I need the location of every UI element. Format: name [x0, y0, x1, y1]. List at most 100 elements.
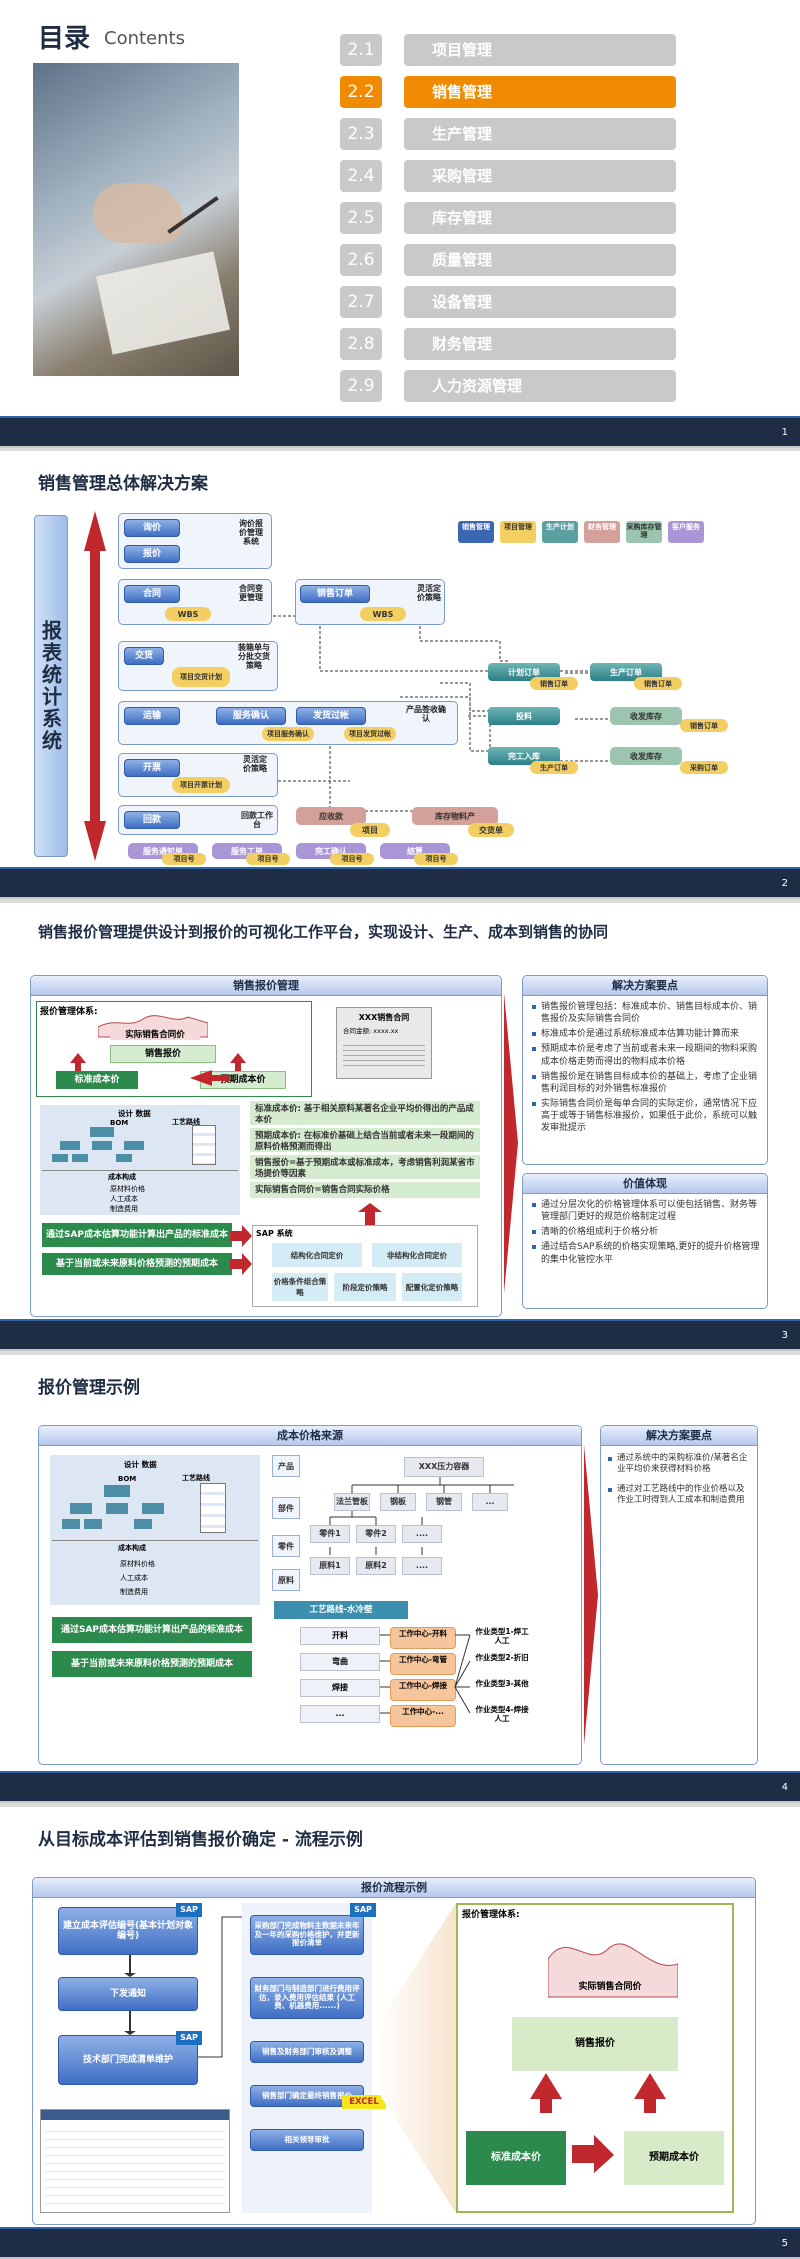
job-type-1: 作业类型1-焊工人工	[475, 1627, 529, 1645]
route-list	[200, 1483, 226, 1533]
contract-note: 合同变更管理	[239, 584, 263, 603]
sap-badge-3: SAP	[350, 1903, 376, 1917]
left-step-2: 下发通知	[58, 1977, 198, 2011]
side-material: 原料	[272, 1569, 300, 1591]
payment-button[interactable]: 回款	[124, 811, 180, 829]
page-number: 2	[781, 878, 788, 889]
cost-item-2: 人工成本	[110, 1195, 138, 1203]
solution-header: 解决方案要点	[601, 1426, 757, 1446]
footer-bar: 1	[0, 418, 800, 446]
toc-number: 2.3	[340, 118, 382, 150]
part-node-3: 钢管	[426, 1493, 462, 1511]
ship-post-button[interactable]: 发货过帐	[296, 707, 366, 725]
sap-item-2: 非结构化合同定价	[372, 1243, 462, 1267]
hero-photo	[33, 63, 239, 376]
toc-label: 设备管理	[404, 286, 676, 318]
flex-price-note: 灵活定价策略	[417, 584, 441, 603]
note-2: 预期成本价: 在标准价基础上结合当前或者未来一段期间的原料价格预测而得出	[250, 1128, 480, 1152]
inquiry-button[interactable]: 询价	[124, 519, 180, 537]
route-title: 工艺路线-水冷壁	[274, 1601, 408, 1619]
solution-list: 销售报价管理包括：标准成本价、销售目标成本价、销售报价及实际销售合同价标准成本价…	[532, 1001, 762, 1137]
value-panel: 价值体现	[522, 1173, 768, 1309]
toc-label: 人力资源管理	[404, 370, 676, 402]
cost-label: 成本构成	[108, 1173, 136, 1181]
mid-step-3: 销售及财务部门审核及调整	[250, 2041, 364, 2063]
slide-title: 销售管理总体解决方案	[38, 474, 208, 494]
design-label: 设计 数据	[118, 1109, 151, 1118]
component-node-3: ....	[402, 1525, 442, 1543]
system-label: 报价管理体系:	[40, 1007, 98, 1017]
value-list: 通过分层次化的价格管理体系可以使包括销售、财务等管理部门更好的规范价格制定过程清…	[532, 1199, 762, 1269]
green-box-1: 通过SAP成本估算功能计算出产品的标准成本	[42, 1223, 232, 1247]
slide-title: 销售报价管理提供设计到报价的可视化工作平台，实现设计、生产、成本到销售的协同	[38, 923, 609, 941]
price-curve	[548, 1943, 678, 1998]
payment-note: 回款工作台	[241, 811, 273, 830]
toc-item-8[interactable]: 2.8 财务管理	[340, 328, 676, 360]
footer-bar: 3	[0, 1321, 800, 1349]
green-arrows	[230, 1225, 252, 1275]
component-node-1: 零件1	[310, 1525, 350, 1543]
red-arrow	[84, 511, 106, 861]
sales-order-button[interactable]: 销售订单	[300, 585, 370, 603]
solution-list: 通过系统中的采购标准价/某著名企业平均价来获得材料价格通过对工艺路线中的作业价格…	[608, 1453, 752, 1515]
transport-button[interactable]: 运输	[124, 707, 180, 725]
work-center-1: 工作中心-开料	[390, 1627, 456, 1649]
bullet-item: 标准成本价是通过系统标准成本估算功能计算而来	[532, 1028, 762, 1040]
cost-label: 成本构成	[118, 1544, 146, 1552]
route-step-1: 开料	[300, 1627, 380, 1645]
bullet-item: 通过结合SAP系统的价格实现策略,更好的提升价格管理的集中化管控水平	[532, 1241, 762, 1265]
service-confirm-button[interactable]: 服务确认	[216, 707, 286, 725]
toc-label: 库存管理	[404, 202, 676, 234]
proj-no-2: 项目号	[246, 853, 290, 865]
sales-order-tag-2: 销售订单	[530, 677, 578, 690]
bullet-item: 销售报价是在销售目标成本价的基础上，考虑了企业销售利润目标的对外销售标准报价	[532, 1071, 762, 1095]
design-label: 设计 数据	[124, 1460, 157, 1469]
green-box-2: 基于当前或未来原料价格预测的预期成本	[42, 1253, 232, 1275]
delivery-button[interactable]: 交货	[124, 647, 164, 665]
mid-step-1: 采购部门完成物料主数据未来年及一年的采购价格维护，并更新报价清单	[250, 1915, 364, 1955]
toc-label: 财务管理	[404, 328, 676, 360]
bullet-item: 通过系统中的采购标准价/某著名企业平均价来获得材料价格	[608, 1453, 752, 1476]
page-number: 3	[781, 1330, 788, 1341]
prod-order-tag-2: 生产订单	[530, 761, 578, 774]
green-box-2: 基于当前或未来原料价格预测的预期成本	[52, 1651, 252, 1677]
solution-panel: 解决方案要点	[522, 975, 768, 1165]
mid-step-4: 销售部门确定最终销售报价	[250, 2085, 364, 2107]
proj-service-tag: 项目服务确认	[262, 727, 314, 741]
wbs-tag-2: WBS	[360, 607, 406, 621]
quote-button[interactable]: 报价	[124, 545, 180, 563]
contract-button[interactable]: 合同	[124, 585, 180, 603]
proj-invoice-tag: 项目开票计划	[172, 777, 230, 793]
panel-header: 成本价格来源	[39, 1426, 581, 1446]
slide-quote-example: 报价管理示例 成本价格来源 设计 数据 BOM 工艺路线 成本构成 原材料价格 …	[0, 1355, 800, 1803]
receivable-proj-tag: 项目	[350, 823, 390, 837]
prod-order-tag: 生产订单	[590, 663, 662, 681]
page-number: 5	[781, 2238, 788, 2249]
invoice-button[interactable]: 开票	[124, 759, 180, 777]
footer-bar: 4	[0, 1773, 800, 1801]
cost-item-1: 原材料价格	[120, 1560, 155, 1568]
toc-number: 2.8	[340, 328, 382, 360]
left-step-3: 技术部门完成清单维护	[58, 2035, 198, 2085]
legend-item-3: 生产计划	[542, 521, 578, 543]
actual-price-label: 实际销售合同价	[110, 1028, 200, 1040]
pre-cost-box: 预期成本价	[624, 2131, 724, 2185]
side-product: 产品	[272, 1455, 300, 1477]
std-cost-box: 标准成本价	[56, 1071, 138, 1089]
proj-no-4: 项目号	[414, 853, 458, 865]
contents-subtitle: Contents	[104, 28, 185, 49]
toc-label: 采购管理	[404, 160, 676, 192]
component-node-2: 零件2	[356, 1525, 396, 1543]
contents-title: 目录	[38, 24, 91, 54]
bom-label: BOM	[110, 1119, 129, 1127]
sap-label: SAP 系统	[256, 1229, 293, 1238]
note-1: 标准成本价: 基于相关原料某著名企业平均价得出的产品成本价	[250, 1101, 480, 1125]
